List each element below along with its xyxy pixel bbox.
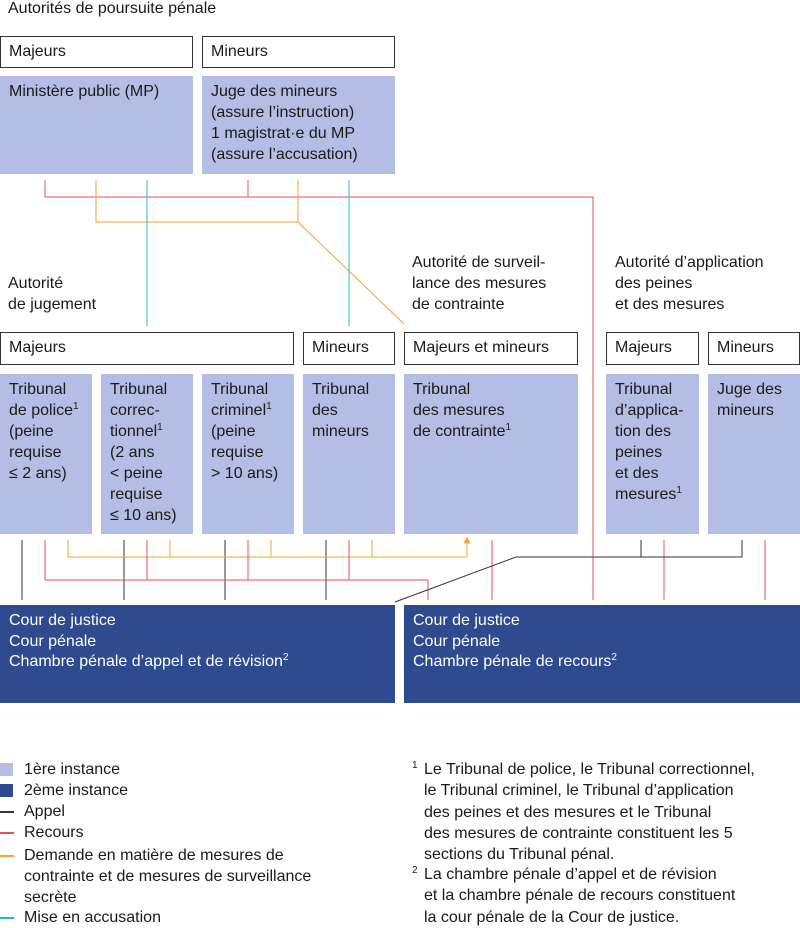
- appel-line-application-cross: [394, 556, 517, 603]
- poursuite-mineurs-label: Mineurs: [202, 36, 395, 68]
- ministere-public-text: Ministère public (MP): [9, 83, 160, 100]
- demande-line-poursuite: [95, 180, 299, 223]
- second-instance-swatch: [0, 784, 13, 797]
- cour-recours-box: Cour de justice Cour pénale Chambre péna…: [404, 605, 800, 703]
- recours-line-poursuite: [44, 180, 594, 600]
- tribunal-mesures-contrainte-box: Tribunal des mesures de contrainte1: [404, 374, 578, 534]
- footnote-mark: 2: [611, 652, 617, 663]
- legend-appel: Appel: [0, 801, 65, 822]
- demande-swatch: [0, 855, 14, 857]
- juge-mineurs-instruction-box: Juge des mineurs (assure l’instruction) …: [202, 76, 395, 174]
- accusation-swatch: [0, 917, 14, 919]
- footnote-1: 1 Le Tribunal de police, le Tribunal cor…: [412, 760, 755, 864]
- tribunal-mineurs-box: Tribunal des mineurs: [303, 374, 395, 534]
- application-mineurs-label: Mineurs: [708, 332, 800, 365]
- surveillance-title: Autorité de surveil- lance des mesures d…: [412, 254, 547, 313]
- appel-swatch: [0, 811, 14, 813]
- appel-line-application: [640, 540, 743, 558]
- ministere-public-box: Ministère public (MP): [0, 76, 193, 174]
- footnote-mark: 1: [505, 422, 512, 433]
- recours-swatch: [0, 832, 14, 834]
- tribunal-police-box: Tribunal de police1 (peine requise ≤ 2 a…: [0, 374, 92, 534]
- poursuite-majeurs-label: Majeurs: [0, 36, 193, 68]
- jugement-majeurs-label: Majeurs: [0, 332, 294, 365]
- juge-mineurs-application-box: Juge des mineurs: [708, 374, 800, 534]
- application-title: Autorité d’application des peines et des…: [615, 254, 764, 313]
- footnote-mark: 1: [266, 401, 272, 412]
- tribunal-application-peines-box: Tribunal d’applica- tion des peines et d…: [606, 374, 699, 534]
- footnote-mark: 1: [73, 401, 79, 412]
- footnote-mark: 2: [282, 652, 289, 663]
- legend-second-instance: 2ème instance: [0, 780, 128, 801]
- first-instance-swatch: [0, 763, 13, 776]
- poursuite-title: Autorités de poursuite pénale: [8, 0, 217, 17]
- tribunal-criminel-box: Tribunal criminel1 (peine requise > 10 a…: [202, 374, 294, 534]
- recours-line-bottom: [44, 540, 429, 600]
- legend-accusation: Mise en accusation: [0, 907, 161, 928]
- demande-line-bottom: [67, 540, 467, 558]
- footnote-mark: 1: [676, 485, 682, 496]
- jugement-title: Autorité de jugement: [8, 275, 97, 313]
- legend-first-instance: 1ère instance: [0, 759, 120, 780]
- cour-appel-revision-box: Cour de justice Cour pénale Chambre péna…: [0, 605, 395, 703]
- jugement-mineurs-label: Mineurs: [303, 332, 395, 365]
- surveillance-label: Majeurs et mineurs: [404, 332, 578, 365]
- tribunal-correctionnel-box: Tribunal correc- tionnel1 (2 ans < peine…: [101, 374, 193, 534]
- legend-demande: Demande en matière de mesures de contrai…: [0, 845, 311, 908]
- legend-recours: Recours: [0, 822, 84, 843]
- demande-line-diagonal: [297, 221, 405, 325]
- footnote-2: 2 La chambre pénale d’appel et de révisi…: [412, 865, 736, 926]
- application-majeurs-label: Majeurs: [606, 332, 699, 365]
- footnote-mark: 1: [157, 422, 163, 433]
